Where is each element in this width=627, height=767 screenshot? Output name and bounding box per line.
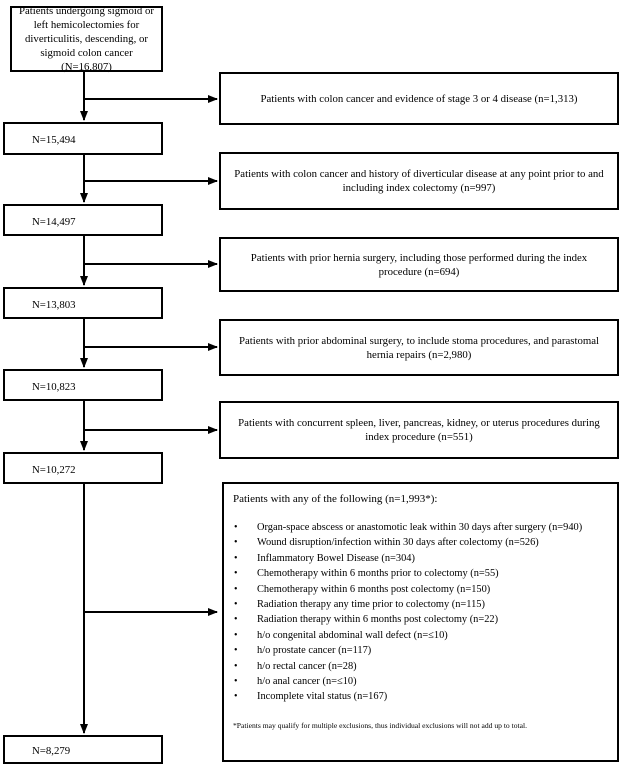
exclusion-footnote: *Patients may qualify for multiple exclu… — [233, 720, 528, 730]
start-population-text: Patients undergoing sigmoid or left hemi… — [18, 5, 155, 73]
exclusion-criteria-list: Organ-space abscess or anastomotic leak … — [233, 520, 609, 705]
count-label: N=10,272 — [32, 464, 76, 476]
exclusion-criteria-item: Wound disruption/infection within 30 day… — [233, 535, 609, 551]
start-population-box: Patients undergoing sigmoid or left hemi… — [10, 5, 163, 73]
exclusion-criteria-item: Chemotherapy within 6 months post colect… — [233, 582, 609, 598]
count-box: N=10,272 — [3, 452, 163, 484]
exclusion-criteria-heading: Patients with any of the following (n=1,… — [233, 493, 438, 505]
count-label: N=10,823 — [32, 381, 76, 393]
exclusion-criteria-item: Organ-space abscess or anastomotic leak … — [233, 520, 609, 536]
exclusion-criteria-item: h/o anal cancer (n=≤10) — [233, 674, 609, 690]
count-box: N=13,803 — [3, 287, 163, 319]
exclusion-criteria-item: h/o rectal cancer (n=28) — [233, 659, 609, 675]
exclusion-criteria-item: Incomplete vital status (n=167) — [233, 689, 609, 705]
count-box: N=15,494 — [3, 122, 163, 155]
exclusion-criteria-box: Patients with any of the following (n=1,… — [222, 482, 619, 762]
exclusion-box: Patients with prior abdominal surgery, t… — [219, 319, 619, 376]
exclusion-box: Patients with concurrent spleen, liver, … — [219, 401, 619, 459]
exclusion-text: Patients with colon cancer and history o… — [234, 168, 604, 194]
exclusion-text: Patients with concurrent spleen, liver, … — [238, 417, 600, 443]
exclusion-criteria-item: Radiation therapy within 6 months post c… — [233, 612, 609, 628]
count-label: N=15,494 — [32, 134, 76, 146]
exclusion-text: Patients with prior abdominal surgery, t… — [238, 334, 600, 361]
exclusion-criteria-item: Radiation therapy any time prior to cole… — [233, 597, 609, 613]
exclusion-box: Patients with prior hernia surgery, incl… — [219, 237, 619, 292]
final-count-box: N=8,279 — [3, 735, 163, 764]
exclusion-criteria-item: h/o congenital abdominal wall defect (n=… — [233, 628, 609, 644]
exclusion-box: Patients with colon cancer and evidence … — [219, 72, 619, 125]
final-count-label: N=8,279 — [32, 745, 71, 757]
exclusion-criteria-item: Chemotherapy within 6 months prior to co… — [233, 566, 609, 582]
count-label: N=13,803 — [32, 299, 76, 311]
exclusion-criteria-item: h/o prostate cancer (n=117) — [233, 643, 609, 659]
exclusion-text: Patients with prior hernia surgery, incl… — [250, 251, 588, 278]
exclusion-box: Patients with colon cancer and history o… — [219, 152, 619, 210]
count-label: N=14,497 — [32, 216, 76, 228]
exclusion-criteria-item: Inflammatory Bowel Disease (n=304) — [233, 551, 609, 567]
exclusion-text: Patients with colon cancer and evidence … — [260, 92, 578, 105]
count-box: N=10,823 — [3, 369, 163, 401]
count-box: N=14,497 — [3, 204, 163, 236]
